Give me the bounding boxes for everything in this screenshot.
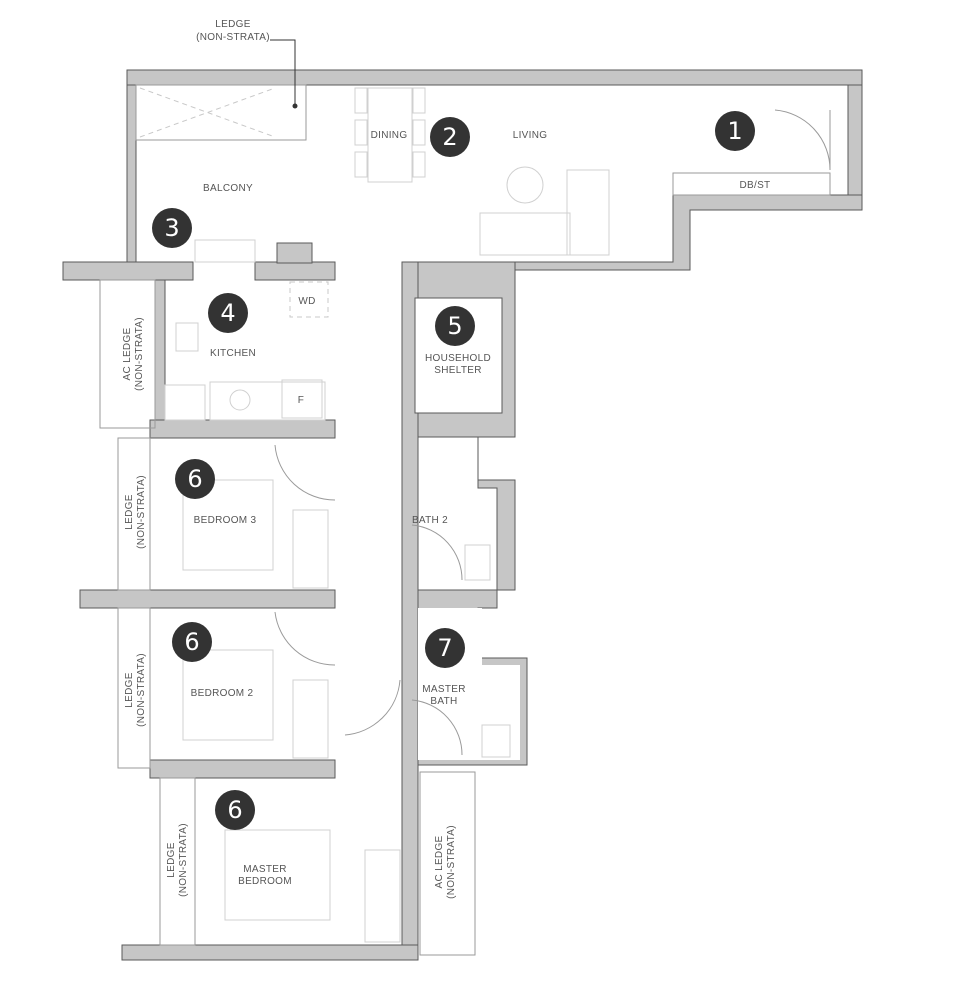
svg-text:3: 3 bbox=[164, 214, 179, 242]
fridge-label: F bbox=[298, 395, 304, 406]
wardrobe bbox=[292, 509, 401, 943]
room-labels: LEDGE (NON-STRATA) DINING LIVING DB/ST B… bbox=[122, 19, 770, 899]
marker-7: 7 bbox=[425, 628, 465, 668]
dining-label: DINING bbox=[371, 130, 408, 141]
ledge-b3-label-2: (NON-STRATA) bbox=[136, 475, 147, 549]
walls bbox=[62, 69, 863, 961]
ledge-b2-label-2: (NON-STRATA) bbox=[136, 653, 147, 727]
ac-ledge-mb-label-2: (NON-STRATA) bbox=[446, 825, 457, 899]
ledge-outlines bbox=[99, 84, 831, 956]
ledge-top-label-2: (NON-STRATA) bbox=[196, 32, 270, 43]
svg-text:6: 6 bbox=[187, 465, 202, 493]
svg-text:1: 1 bbox=[727, 117, 742, 145]
marker-5: 5 bbox=[435, 306, 475, 346]
svg-text:7: 7 bbox=[437, 634, 452, 662]
ledge-top-label: LEDGE bbox=[215, 19, 250, 30]
marker-2: 2 bbox=[430, 117, 470, 157]
svg-text:6: 6 bbox=[227, 796, 242, 824]
ac-ledge-kitchen-label: AC LEDGE bbox=[122, 327, 133, 380]
ledge-mb-label-2: (NON-STRATA) bbox=[178, 823, 189, 897]
living-label: LIVING bbox=[513, 130, 548, 141]
balcony-label: BALCONY bbox=[203, 183, 253, 194]
marker-6-master-bedroom: 6 bbox=[215, 790, 255, 830]
ac-ledge-mb-label: AC LEDGE bbox=[434, 835, 445, 888]
svg-text:6: 6 bbox=[184, 628, 199, 656]
shelter-label: HOUSEHOLD bbox=[425, 353, 491, 364]
bedroom2-label: BEDROOM 2 bbox=[191, 688, 254, 699]
ledge-b3-label: LEDGE bbox=[124, 494, 135, 529]
marker-6-bedroom2: 6 bbox=[172, 622, 212, 662]
marker-6-bedroom3: 6 bbox=[175, 459, 215, 499]
svg-text:2: 2 bbox=[442, 123, 457, 151]
ledge-b2-label: LEDGE bbox=[124, 672, 135, 707]
svg-text:4: 4 bbox=[220, 299, 235, 327]
ac-ledge-kitchen-label-2: (NON-STRATA) bbox=[134, 317, 145, 391]
dbst-label: DB/ST bbox=[740, 180, 771, 191]
wd-label: WD bbox=[298, 296, 315, 307]
kitchen-label: KITCHEN bbox=[210, 348, 256, 359]
furniture bbox=[164, 87, 610, 943]
marker-1: 1 bbox=[715, 111, 755, 151]
marker-4: 4 bbox=[208, 293, 248, 333]
master-bedroom-label-2: BEDROOM bbox=[238, 876, 292, 887]
bath2-label: BATH 2 bbox=[412, 515, 448, 526]
ledge-mb-label: LEDGE bbox=[166, 842, 177, 877]
master-bath-label: MASTER bbox=[422, 684, 465, 695]
master-bedroom-label: MASTER bbox=[243, 864, 286, 875]
bedroom3-label: BEDROOM 3 bbox=[194, 515, 257, 526]
master-bath-label-2: BATH bbox=[430, 696, 457, 707]
marker-3: 3 bbox=[152, 208, 192, 248]
shelter-label-2: SHELTER bbox=[434, 365, 481, 376]
svg-text:5: 5 bbox=[447, 312, 462, 340]
